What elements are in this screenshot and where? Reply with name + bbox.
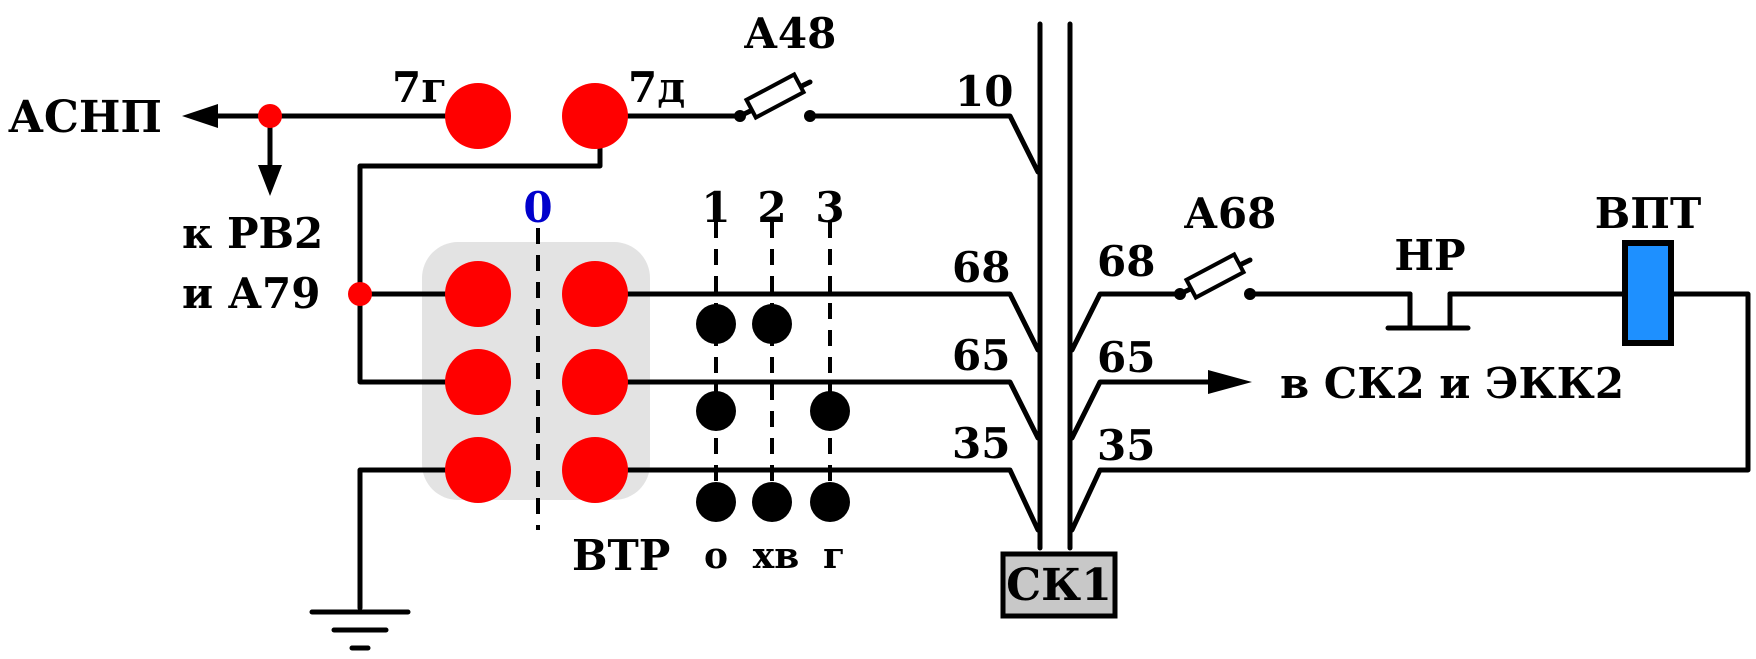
pin-7d-label: 7д <box>628 63 685 112</box>
wire-35-left <box>597 467 1041 533</box>
contact-row2-right <box>562 349 628 415</box>
contact-row1-left <box>445 261 511 327</box>
position-hv-label: хв <box>753 535 799 577</box>
position-o-label: о <box>704 535 728 577</box>
wiring <box>182 104 1751 611</box>
ground-icon <box>309 609 411 651</box>
vpt-coil-icon <box>1622 240 1674 346</box>
wire-vpt-return <box>1069 291 1751 533</box>
arrow-down-rv2-icon <box>258 165 282 196</box>
contact-pos1-row1 <box>696 304 736 344</box>
wire-68-right-label: 68 <box>1097 237 1155 286</box>
vtr-label: ВТР <box>572 531 670 580</box>
contact-row3-left <box>445 437 511 503</box>
fuse-a68-label: А68 <box>1184 189 1277 238</box>
position-1-label: 1 <box>701 183 730 232</box>
position-0-label: 0 <box>523 183 552 232</box>
contact-row3-right <box>562 437 628 503</box>
contact-pos3-row2 <box>810 391 850 431</box>
vpt-label: ВПТ <box>1595 189 1701 238</box>
wire-10 <box>807 113 1041 175</box>
black-contacts <box>696 304 850 522</box>
junction-left-bus <box>348 282 372 306</box>
rv2-label-line1: к РВ2 <box>182 209 323 258</box>
contact-7d <box>562 83 628 149</box>
contact-pos2-row1 <box>752 304 792 344</box>
cable-bundle <box>1037 21 1073 551</box>
sk1-box <box>1000 551 1118 619</box>
wire-68-right <box>1069 291 1183 353</box>
wire-10-label: 10 <box>955 67 1013 116</box>
position-g-label: г <box>823 535 845 577</box>
fuse-a48-icon <box>734 71 816 122</box>
to-sk2-label: в СК2 и ЭКК2 <box>1280 359 1624 408</box>
wire-68-left-label: 68 <box>952 243 1010 292</box>
wire-65-right-label: 65 <box>1097 333 1155 382</box>
wire-35-right-label: 35 <box>1097 421 1155 470</box>
fuse-a68-icon <box>1174 251 1256 301</box>
wire-65-left <box>597 379 1041 441</box>
wire-65-left-label: 65 <box>952 331 1010 380</box>
fuse-a48-label: А48 <box>744 9 837 58</box>
wire-35-left-label: 35 <box>952 419 1010 468</box>
red-contacts <box>258 83 628 503</box>
wire-65-right <box>1069 379 1213 441</box>
arrow-sk2-icon <box>1208 370 1252 394</box>
wire-7d-loop <box>357 137 603 385</box>
wire-68-left <box>597 291 1041 353</box>
contact-pos3-row3 <box>810 482 850 522</box>
pin-7g-label: 7г <box>392 63 447 112</box>
contact-7g <box>445 83 511 149</box>
position-2-label: 2 <box>757 183 786 232</box>
rv2-label-line2: и А79 <box>182 269 320 318</box>
contact-pos1-row3 <box>696 482 736 522</box>
contact-pos2-row3 <box>752 482 792 522</box>
contact-row2-left <box>445 349 511 415</box>
asnp-label: АСНП <box>8 92 162 143</box>
hr-label: НР <box>1394 231 1465 280</box>
junction-asnp <box>258 104 282 128</box>
sk1-label: СК1 <box>1006 560 1112 611</box>
wire-ground <box>357 467 455 611</box>
contact-row1-right <box>562 261 628 327</box>
arrow-asnp-icon <box>182 104 218 128</box>
hr-contact-icon <box>1385 291 1471 331</box>
contact-pos1-row2 <box>696 391 736 431</box>
position-3-label: 3 <box>815 183 844 232</box>
